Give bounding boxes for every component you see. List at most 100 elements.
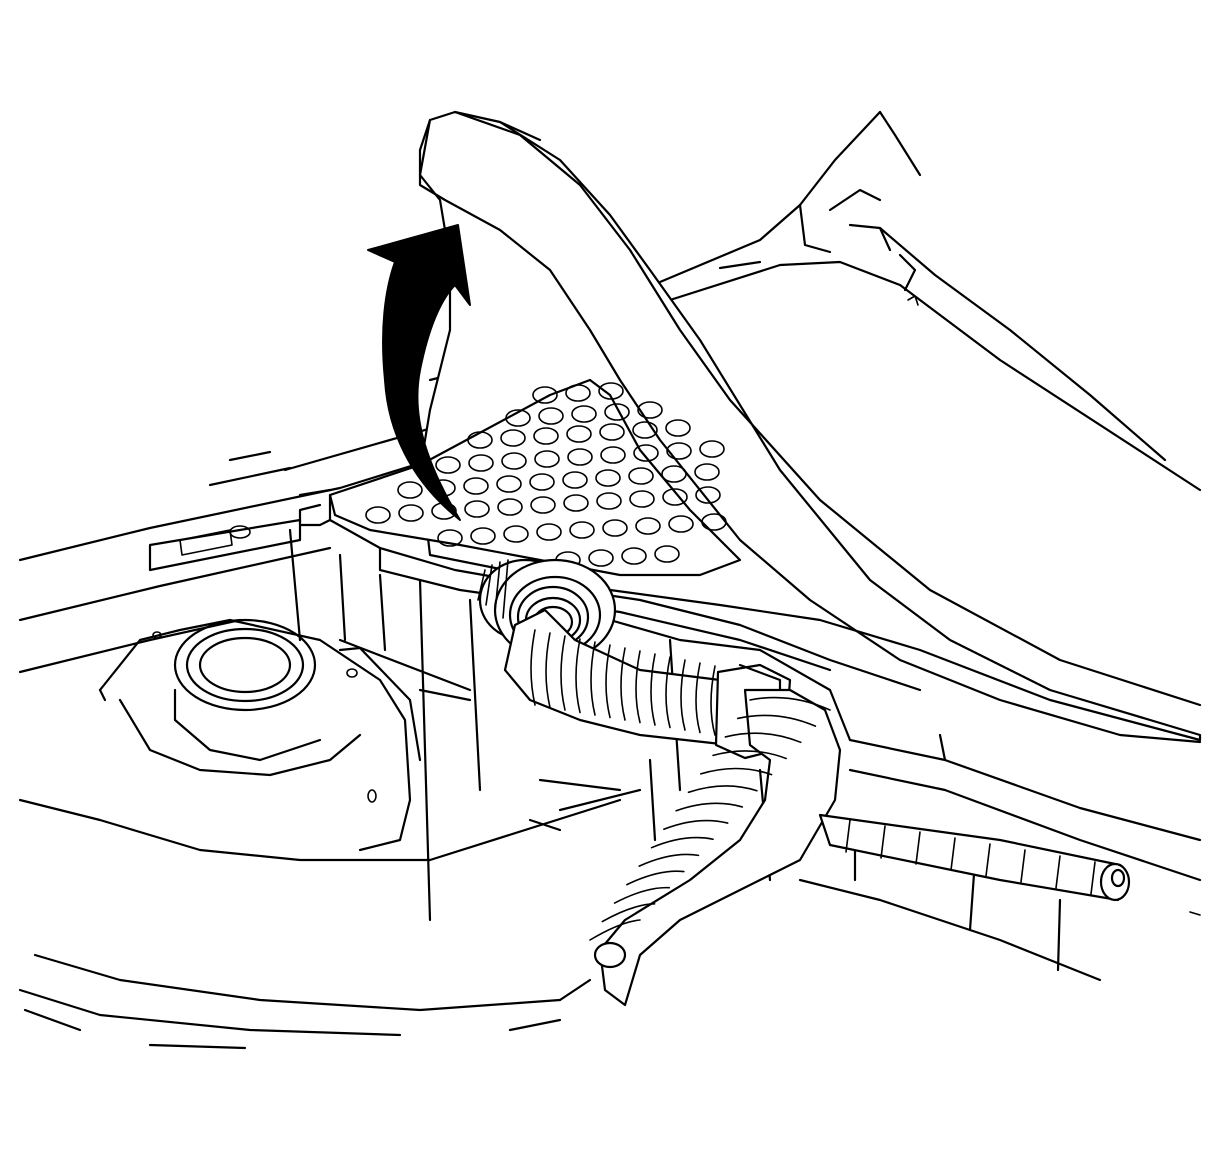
grille-hole (505, 409, 531, 427)
grille-hole (598, 382, 624, 400)
conduit-ring (575, 638, 581, 714)
conduit-ring (845, 819, 851, 853)
grille-hole (668, 515, 694, 533)
grille-hole (467, 431, 493, 449)
conduit-ring (915, 831, 921, 865)
grille-hole (532, 386, 558, 404)
grille-hole (637, 401, 663, 419)
conduit-ring (601, 903, 656, 923)
grille-perforations (365, 382, 727, 569)
strut-tower (98, 618, 422, 852)
firewall-body (18, 110, 1202, 1050)
grille-hole (662, 488, 688, 506)
conduit-ring (950, 837, 956, 871)
grille-hole (567, 448, 593, 466)
grille-hole (695, 486, 721, 504)
grille-hole (604, 403, 630, 421)
conduit-ring (699, 767, 773, 776)
harness-branch-rings (845, 819, 1096, 895)
conduit-ring (626, 870, 685, 886)
grille-hole (464, 500, 490, 518)
grille-hole (602, 519, 628, 537)
grille-hole (565, 384, 591, 402)
conduit-ring (613, 886, 671, 904)
grille-hole (496, 475, 522, 493)
conduit-ring (749, 696, 831, 711)
conduit-ring (638, 853, 700, 867)
wiring-harness-conduit (503, 608, 1131, 1007)
grille-hole (633, 444, 659, 462)
grille-hole (529, 473, 555, 491)
conduit-ring (710, 665, 716, 736)
grille-hole (470, 527, 496, 545)
grille-hole (530, 496, 556, 514)
grille-hole (562, 471, 588, 489)
harness-conduit-rings (530, 629, 716, 736)
grille-hole (661, 465, 687, 483)
grille-hole (501, 452, 527, 470)
conduit-ring (589, 919, 641, 941)
conduit-ring (650, 836, 714, 849)
grille-hole (365, 506, 391, 524)
grille-hole (628, 467, 654, 485)
grille-hole (701, 513, 727, 531)
grille-hole (665, 419, 691, 437)
conduit-ring (724, 732, 802, 744)
grille-hole (566, 425, 592, 443)
conduit-ring (605, 644, 611, 719)
grille-hole (694, 463, 720, 481)
grille-hole (599, 423, 625, 441)
removal-arrow (367, 224, 471, 521)
conduit-ring (663, 819, 729, 831)
grille-hole (468, 454, 494, 472)
grille-hole (536, 523, 562, 541)
harness-conduit-rings-lower (589, 696, 831, 941)
conduit-ring (665, 656, 671, 729)
grille-hole (600, 446, 626, 464)
cowl-panel (418, 110, 1202, 744)
grille-hole (534, 450, 560, 468)
conduit-ring (680, 659, 686, 731)
conduit-ring (675, 802, 744, 812)
grille-hole (699, 440, 725, 458)
grille-hole (635, 517, 661, 535)
grille-hole (621, 547, 647, 565)
grille-hole (435, 456, 461, 474)
grille-hole (397, 481, 423, 499)
conduit-ring (620, 647, 626, 721)
perforated-grille (298, 378, 922, 692)
grille-hole (571, 405, 597, 423)
grille-hole (654, 545, 680, 563)
conduit-ring (590, 641, 596, 716)
grille-hole (569, 521, 595, 539)
conduit-ring (530, 629, 536, 706)
grille-hole (398, 504, 424, 522)
grille-hole (497, 498, 523, 516)
conduit-ring (985, 843, 991, 877)
grille-hole (503, 525, 529, 543)
conduit-ring (635, 650, 641, 724)
grille-hole (632, 421, 658, 439)
grille-hole (666, 442, 692, 460)
conduit-ring (687, 785, 758, 794)
grille-hole (595, 469, 621, 487)
conduit-ring (695, 662, 701, 734)
grille-hole (463, 477, 489, 495)
conduit-ring (545, 632, 551, 709)
grille-hole (533, 427, 559, 445)
conduit-ring (712, 750, 787, 760)
conduit-ring (560, 635, 566, 711)
grille-hole (538, 407, 564, 425)
grille-hole (588, 549, 614, 567)
conduit-ring (736, 714, 817, 727)
conduit-ring (1090, 861, 1096, 895)
conduit-ring (1055, 855, 1061, 889)
conduit-ring (650, 653, 656, 726)
grille-hole (437, 529, 463, 547)
grille-hole (629, 490, 655, 508)
grille-hole (563, 494, 589, 512)
grille-hole (596, 492, 622, 510)
conduit-ring (880, 825, 886, 859)
